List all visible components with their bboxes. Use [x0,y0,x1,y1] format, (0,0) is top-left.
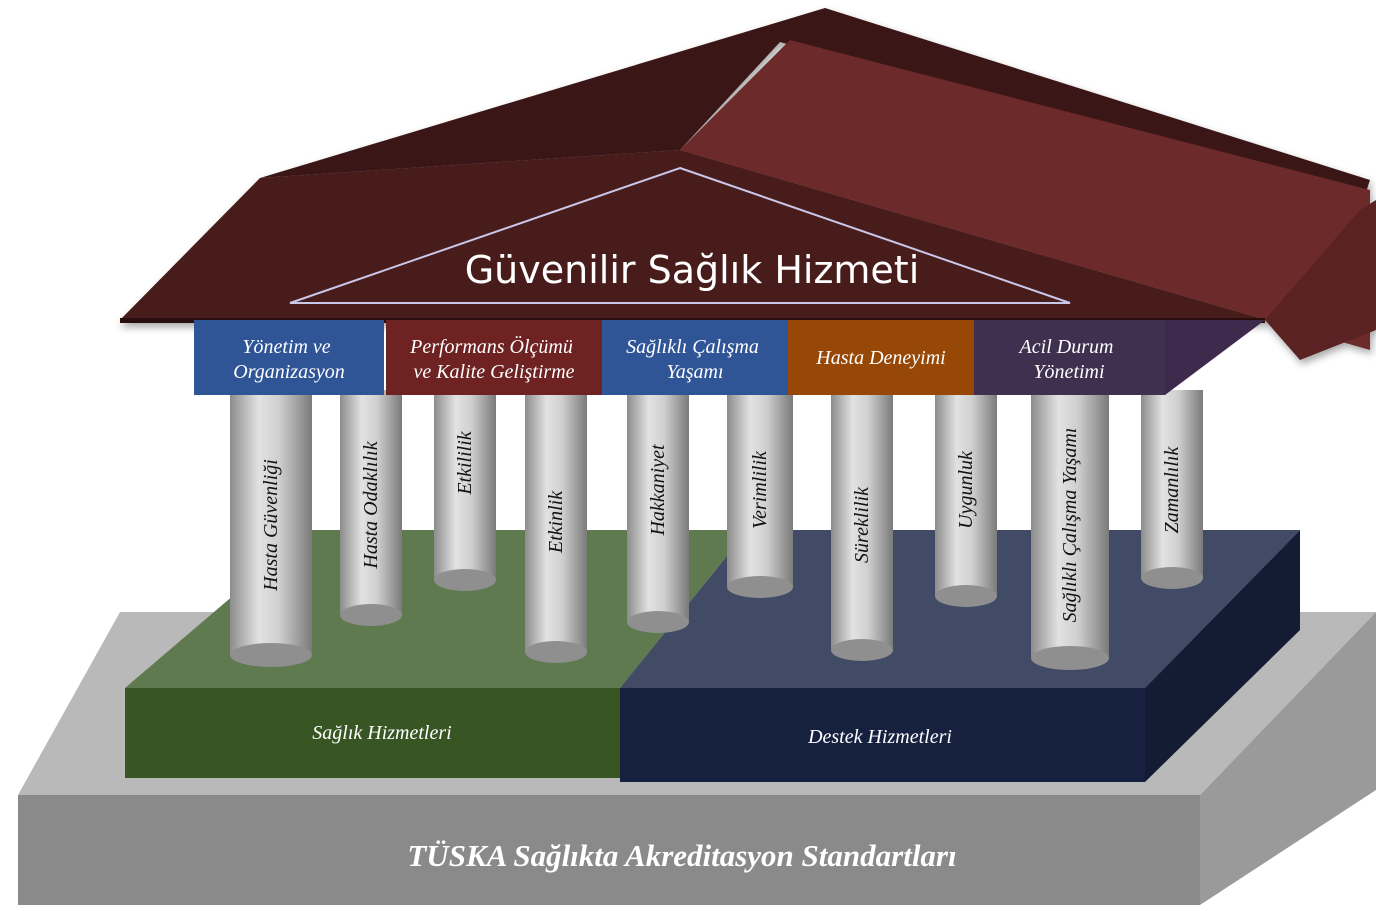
column: Sağlıklı Çalışma Yaşamı [1031,390,1109,670]
column-label: Verimlilik [749,450,771,529]
column: Hakkaniyet [627,390,689,633]
roof-front-face [120,150,1370,350]
roof-right-lip [1265,200,1376,360]
columns: Hasta Odaklılık Etkililik Verimlilik Uyg… [230,390,1203,670]
roof-pediment-outline [289,166,1071,304]
roof [120,8,1376,360]
base-right-face [1200,612,1376,905]
svg-text:Acil Durum Yönetimi: Acil Durum Yönetimi [1018,336,1119,383]
platform-left-label: Sağlık Hizmetleri [312,722,451,744]
column: Verimlilik [727,390,793,598]
column-label: Hakkaniyet [647,444,669,537]
header-row-side [1165,320,1265,395]
platform-left-front [125,688,620,778]
header-line: Hasta Deneyimi [815,347,945,369]
header-box: Yönetim ve Organizasyon [194,320,384,395]
column: Etkililik [434,390,496,591]
column: Hasta Güvenliği [230,390,312,667]
roof-right-slope [680,40,1370,350]
column-label: Etkinlik [545,490,567,554]
header-line: Acil Durum [1018,336,1114,358]
platform-right-front [620,688,1145,782]
column-label: Süreklilik [851,486,873,563]
column-label: Hasta Güvenliği [260,459,282,592]
header-line: ve Kalite Geliştirme [413,361,574,383]
svg-text:Performans Ölçümü ve K: Performans Ölçümü ve Kalite Geliştirme [409,335,578,383]
column: Süreklilik [831,390,893,661]
column-label: Etkililik [454,430,476,495]
svg-text:Sağlıklı Çalışma Yaşam: Sağlıklı Çalışma Yaşamı [626,336,764,383]
svg-text:Yönetim ve Organizasyo: Yönetim ve Organizasyon [233,336,344,383]
column: Uygunluk [935,390,997,607]
header-line: Yaşamı [666,361,723,383]
base-front-face [18,795,1200,905]
column-label: Sağlıklı Çalışma Yaşamı [1059,428,1081,623]
roof-title: Güvenilir Sağlık Hizmeti [465,248,920,292]
svg-text:Hasta Deneyimi: Hasta Deneyimi [815,347,945,369]
header-box: Acil Durum Yönetimi [974,320,1165,395]
header-box: Sağlıklı Çalışma Yaşamı [602,320,788,395]
column: Zamanlılık [1141,390,1203,589]
header-row: Yönetim ve Organizasyon Performans Ölçüm… [194,320,1265,395]
column-label: Uygunluk [955,450,977,529]
base-label: TÜSKA Sağlıkta Akreditasyon Standartları [407,838,956,873]
header-line: Sağlıklı Çalışma [626,336,759,358]
platform-right-side [1145,530,1300,782]
header-line: Yönetimi [1033,361,1104,383]
platform-right-label: Destek Hizmetleri [807,726,952,748]
column: Etkinlik [525,390,587,663]
column-label: Zamanlılık [1161,446,1183,534]
header-line: Yönetim ve [242,336,330,358]
header-line: Organizasyon [233,361,344,383]
header-box: Hasta Deneyimi [788,320,974,395]
header-box: Performans Ölçümü ve Kalite Geliştirme [386,320,602,395]
column-label: Hasta Odaklılık [360,440,382,569]
column: Hasta Odaklılık [340,390,402,626]
header-line: Performans Ölçümü [409,335,573,358]
